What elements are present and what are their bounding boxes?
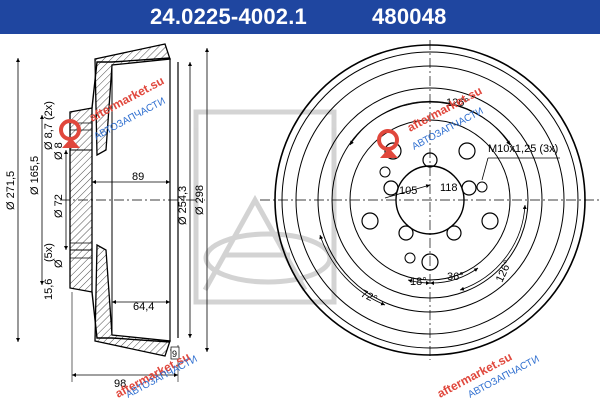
dim-8: Ø 8 [53, 142, 65, 160]
front-view-labels: 126° M10x1,25 (3x) 105 118 126° 36° 18° … [359, 97, 559, 306]
front-view [260, 40, 600, 360]
threaded-hole [404, 252, 416, 264]
watermark-bottom-right: aftermarket.su АВТОЗАПЧАСТИ [435, 349, 542, 400]
dim-165: Ø 165,5 [29, 156, 41, 195]
bolt-hole [446, 225, 462, 241]
angle-18: 18° [410, 276, 427, 288]
bolt-hole [481, 212, 499, 230]
thread-callout: M10x1,25 (3x) [488, 143, 558, 155]
pcd-118: 118 [440, 182, 458, 194]
dim-depth-98: 98 [114, 378, 126, 390]
side-section-view: Ø 271,5 Ø 165,5 Ø 8,7 (2x) Ø 8 Ø 72 (5x)… [5, 43, 209, 390]
threaded-hole [379, 166, 391, 178]
dim-outer-271: Ø 271,5 [5, 171, 17, 210]
reference-number: 480048 [372, 4, 447, 29]
bolt-hole [383, 180, 399, 196]
angle-72: 72° [359, 288, 379, 306]
bolt-hole [458, 142, 476, 160]
dim-inner-254: Ø 254,3 [177, 186, 189, 225]
angle-36: 36° [447, 271, 464, 283]
dim-stud-5x: (5x) [43, 243, 55, 262]
dim-flange-9: 9 [172, 349, 177, 359]
threaded-hole [476, 181, 488, 193]
bolt-hole [422, 152, 438, 168]
bolt-hole [361, 212, 379, 230]
pcd-105: 105 [399, 185, 417, 197]
dim-outer-298: Ø 298 [194, 185, 206, 215]
brand-logo-watermark [193, 109, 337, 305]
dim-phi: Ø [53, 259, 65, 268]
part-number: 24.0225-4002.1 [150, 4, 307, 29]
angle-126-right: 126° [494, 259, 514, 285]
title-bar: 24.0225-4002.1 480048 [0, 0, 600, 34]
bolt-hole [398, 225, 414, 241]
dim-depth-64: 64,4 [133, 301, 154, 313]
dim-15-6: 15,6 [43, 279, 55, 300]
dim-72: Ø 72 [53, 194, 65, 218]
watermark-top-right: aftermarket.su АВТОЗАПЧАСТИ [377, 83, 485, 158]
angle-126-top: 126° [446, 97, 469, 109]
bolt-hole [461, 180, 477, 196]
dim-depth-89: 89 [132, 171, 144, 183]
dim-hole-87: Ø 8,7 (2x) [43, 101, 55, 150]
